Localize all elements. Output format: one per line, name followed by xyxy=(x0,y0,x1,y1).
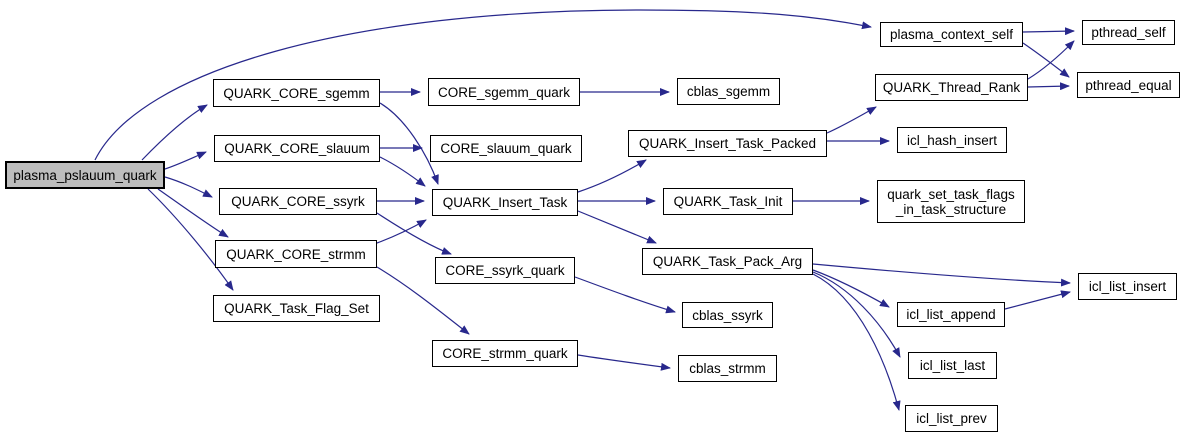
node-QUARK_CORE_sgemm[interactable]: QUARK_CORE_sgemm xyxy=(213,79,380,107)
edge-QUARK_Insert_Task-to-QUARK_Insert_Task_Packed xyxy=(577,159,647,193)
edge-QUARK_CORE_sgemm-to-QUARK_Insert_Task xyxy=(379,102,439,185)
node-QUARK_Insert_Task[interactable]: QUARK_Insert_Task xyxy=(432,189,578,216)
node-QUARK_Thread_Rank[interactable]: QUARK_Thread_Rank xyxy=(875,74,1028,101)
node-icl_list_prev[interactable]: icl_list_prev xyxy=(905,405,998,432)
edge-plasma_pslauum_quark-to-QUARK_CORE_strmm xyxy=(157,188,229,238)
node-CORE_strmm_quark[interactable]: CORE_strmm_quark xyxy=(432,340,578,367)
node-icl_list_insert[interactable]: icl_list_insert xyxy=(1078,273,1177,300)
edge-plasma_pslauum_quark-to-QUARK_CORE_sgemm xyxy=(141,104,208,161)
node-QUARK_Task_Init[interactable]: QUARK_Task_Init xyxy=(663,188,793,215)
edge-QUARK_Insert_Task_Packed-to-QUARK_Thread_Rank xyxy=(826,106,877,134)
edge-QUARK_Task_Pack_Arg-to-icl_list_prev xyxy=(812,273,901,411)
edge-QUARK_Thread_Rank-to-pthread_equal xyxy=(1027,82,1070,91)
edge-QUARK_CORE_ssyrk-to-CORE_ssyrk_quark xyxy=(376,212,452,255)
node-CORE_sgemm_quark[interactable]: CORE_sgemm_quark xyxy=(428,78,580,106)
edge-QUARK_Insert_Task-to-QUARK_Task_Pack_Arg xyxy=(577,210,657,244)
edge-plasma_pslauum_quark-to-QUARK_Task_Flag_Set xyxy=(147,188,234,291)
node-plasma_context_self[interactable]: plasma_context_self xyxy=(880,22,1023,47)
edge-icl_list_append-to-icl_list_insert xyxy=(1004,290,1071,310)
node-cblas_ssyrk[interactable]: cblas_ssyrk xyxy=(682,302,773,328)
node-pthread_self[interactable]: pthread_self xyxy=(1082,20,1175,45)
edge-CORE_ssyrk_quark-to-cblas_ssyrk xyxy=(574,276,676,314)
node-QUARK_Task_Pack_Arg[interactable]: QUARK_Task_Pack_Arg xyxy=(642,248,813,275)
edge-plasma_pslauum_quark-to-QUARK_CORE_slauum xyxy=(164,151,207,170)
edge-QUARK_CORE_strmm-to-CORE_strmm_quark xyxy=(376,266,470,335)
edge-plasma_pslauum_quark-to-QUARK_CORE_ssyrk xyxy=(164,176,213,198)
edge-QUARK_Thread_Rank-to-pthread_self xyxy=(1027,40,1075,80)
node-QUARK_Insert_Task_Packed[interactable]: QUARK_Insert_Task_Packed xyxy=(628,130,827,157)
edge-plasma_context_self-to-pthread_equal xyxy=(1022,42,1070,78)
edge-CORE_strmm_quark-to-cblas_strmm xyxy=(577,354,671,371)
edge-QUARK_Task_Pack_Arg-to-icl_list_last xyxy=(812,271,901,358)
node-cblas_strmm[interactable]: cblas_strmm xyxy=(678,355,777,382)
edge-QUARK_CORE_strmm-to-QUARK_Insert_Task xyxy=(376,219,427,244)
node-icl_list_append[interactable]: icl_list_append xyxy=(897,302,1005,327)
node-icl_list_last[interactable]: icl_list_last xyxy=(908,352,997,379)
edge-QUARK_Task_Pack_Arg-to-icl_list_append xyxy=(812,269,890,308)
node-quark_set_task_flags_in_task_structure[interactable]: quark_set_task_flags _in_task_structure xyxy=(877,180,1025,223)
node-QUARK_CORE_ssyrk[interactable]: QUARK_CORE_ssyrk xyxy=(219,188,377,215)
edge-plasma_context_self-to-pthread_self xyxy=(1022,27,1075,36)
node-cblas_sgemm[interactable]: cblas_sgemm xyxy=(677,78,780,105)
edge-QUARK_CORE_slauum-to-QUARK_Insert_Task xyxy=(379,156,426,187)
node-QUARK_CORE_strmm[interactable]: QUARK_CORE_strmm xyxy=(215,240,377,268)
edge-QUARK_Task_Pack_Arg-to-icl_list_insert xyxy=(812,263,1071,287)
node-plasma_pslauum_quark: plasma_pslauum_quark xyxy=(5,161,165,189)
node-icl_hash_insert[interactable]: icl_hash_insert xyxy=(897,127,1007,153)
node-CORE_slauum_quark[interactable]: CORE_slauum_quark xyxy=(430,135,582,162)
node-QUARK_CORE_slauum[interactable]: QUARK_CORE_slauum xyxy=(214,135,380,162)
edge-group xyxy=(94,9,1075,411)
edge-plasma_pslauum_quark-to-plasma_context_self xyxy=(94,9,872,161)
node-pthread_equal[interactable]: pthread_equal xyxy=(1077,72,1180,98)
node-QUARK_Task_Flag_Set[interactable]: QUARK_Task_Flag_Set xyxy=(213,295,380,322)
node-CORE_ssyrk_quark[interactable]: CORE_ssyrk_quark xyxy=(435,257,575,284)
